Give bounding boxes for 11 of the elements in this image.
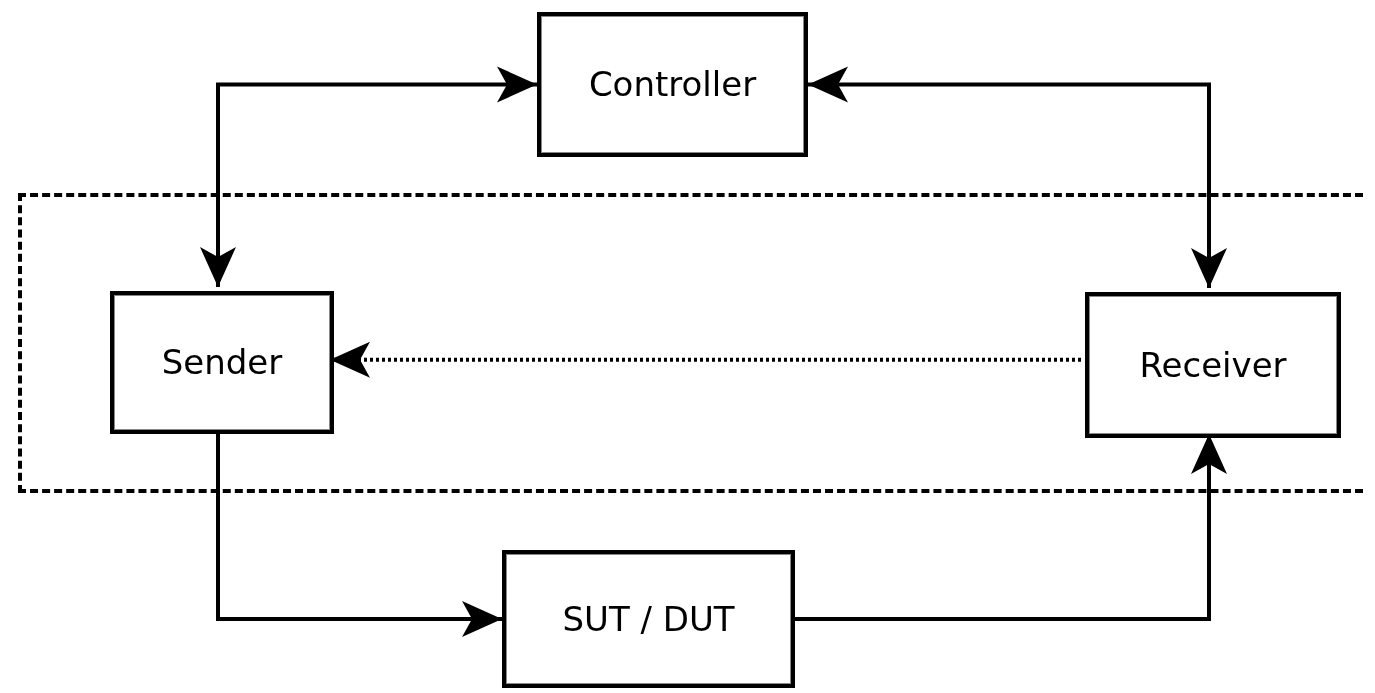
box-label: SUT / DUT (562, 597, 735, 641)
arrow (808, 66, 1227, 288)
process-box (537, 12, 808, 157)
box-label: Receiver (1139, 343, 1287, 387)
box-label: Controller (588, 63, 757, 106)
process-box (502, 550, 795, 688)
box-label: Sender (161, 341, 283, 384)
dashed-group-box (18, 193, 1363, 493)
arrow (200, 66, 537, 287)
process-box (110, 291, 334, 434)
process-box (1085, 292, 1341, 438)
